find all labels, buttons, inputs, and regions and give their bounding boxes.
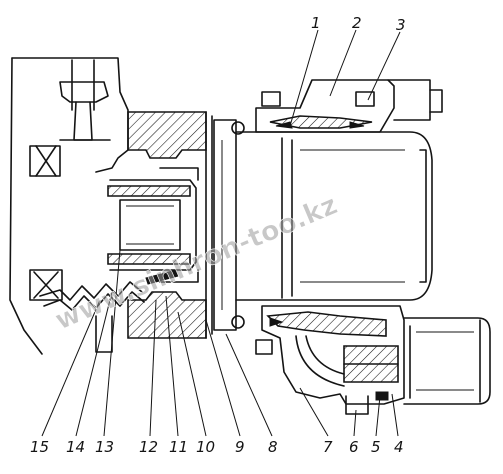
- callouts: 1 2 3 4 5 6 7 8 9 10 11 12 13 14 15: [30, 14, 406, 456]
- callout-4: 4: [394, 438, 404, 456]
- callout-14: 14: [66, 438, 85, 456]
- callout-12: 12: [139, 438, 158, 456]
- callout-9: 9: [235, 438, 245, 456]
- callout-5: 5: [371, 438, 381, 456]
- lower-valve-block: [255, 305, 405, 415]
- outlet-fitting: [403, 317, 491, 405]
- callout-7: 7: [323, 438, 333, 456]
- callout-11: 11: [169, 438, 188, 456]
- callout-15: 15: [30, 438, 49, 456]
- callout-8: 8: [268, 438, 278, 456]
- cylinder-body: [235, 131, 433, 301]
- callout-2: 2: [352, 14, 362, 32]
- upper-valve-block: [255, 79, 443, 133]
- coupling-spring: [39, 269, 179, 311]
- mounting-flange: [213, 119, 245, 331]
- housing: [9, 57, 129, 355]
- leader-lines: [41, 29, 401, 437]
- callout-3: 3: [396, 16, 406, 34]
- callout-10: 10: [196, 438, 215, 456]
- callout-6: 6: [349, 438, 359, 456]
- callout-1: 1: [311, 14, 321, 32]
- callout-13: 13: [95, 438, 114, 456]
- bearing-housing: [107, 111, 213, 339]
